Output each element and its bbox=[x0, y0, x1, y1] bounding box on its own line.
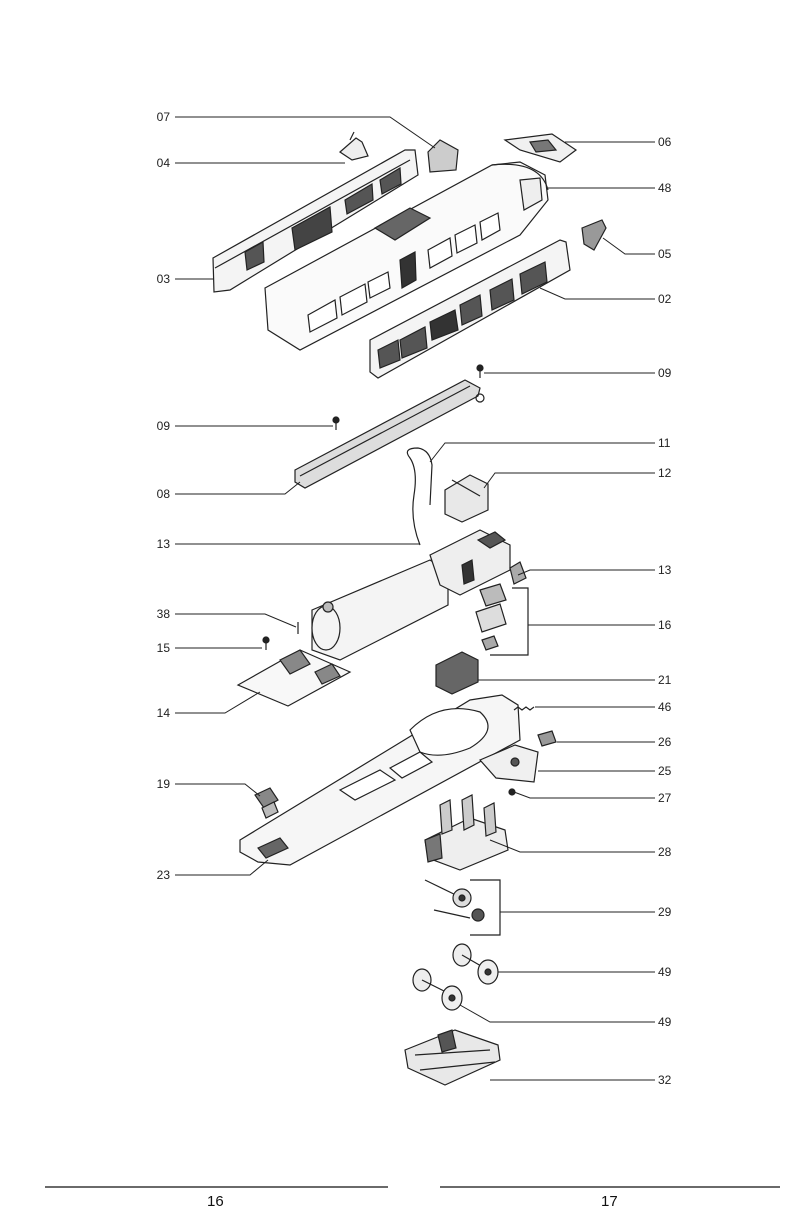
callout-09-left: 09 bbox=[156, 419, 170, 433]
part-12 bbox=[444, 474, 489, 523]
clip-19 bbox=[254, 787, 279, 819]
part-06 bbox=[503, 133, 578, 163]
part-07 bbox=[427, 139, 459, 173]
callout-05: 05 bbox=[658, 247, 672, 261]
wheelset-49-b bbox=[412, 968, 463, 1011]
chassis-23 bbox=[239, 694, 521, 866]
motor-assembly bbox=[311, 529, 511, 661]
clip-04 bbox=[339, 131, 369, 161]
callout-16: 16 bbox=[658, 618, 672, 632]
callout-08: 08 bbox=[156, 487, 170, 501]
callout-12: 12 bbox=[658, 466, 672, 480]
callout-02: 02 bbox=[658, 292, 672, 306]
callout-13-right: 13 bbox=[658, 563, 672, 577]
callout-29: 29 bbox=[658, 905, 672, 919]
right-side-panel bbox=[369, 239, 571, 379]
screw-15 bbox=[262, 636, 270, 650]
part-26 bbox=[537, 730, 557, 747]
callout-21: 21 bbox=[658, 673, 672, 687]
callout-04: 04 bbox=[156, 156, 170, 170]
callout-23: 23 bbox=[156, 868, 170, 882]
left-side-panel bbox=[212, 149, 419, 293]
light-rail bbox=[294, 379, 485, 489]
callout-07: 07 bbox=[156, 110, 170, 124]
screw-09-right bbox=[476, 364, 484, 378]
page-number-right: 17 bbox=[601, 1193, 618, 1210]
parts-16-group bbox=[475, 561, 529, 656]
callout-28: 28 bbox=[658, 845, 672, 859]
callout-49-a: 49 bbox=[658, 965, 672, 979]
callout-48: 48 bbox=[658, 181, 672, 195]
callout-13-left: 13 bbox=[156, 537, 170, 551]
callout-49-b: 49 bbox=[658, 1015, 672, 1029]
wheelset-49-a bbox=[452, 943, 499, 985]
part-25 bbox=[478, 744, 539, 783]
callout-27: 27 bbox=[658, 791, 672, 805]
part-21 bbox=[435, 651, 479, 695]
bogie-28 bbox=[424, 794, 509, 871]
body-shell bbox=[264, 161, 549, 351]
callout-38: 38 bbox=[156, 607, 170, 621]
callout-09-right: 09 bbox=[658, 366, 672, 380]
part-32 bbox=[404, 1029, 501, 1086]
page-number-left: 16 bbox=[207, 1193, 224, 1210]
callout-25: 25 bbox=[658, 764, 672, 778]
callout-14: 14 bbox=[156, 706, 170, 720]
plate-14 bbox=[236, 649, 352, 707]
callout-06: 06 bbox=[658, 135, 672, 149]
callout-26: 26 bbox=[658, 735, 672, 749]
spring-46 bbox=[513, 706, 535, 711]
callout-32: 32 bbox=[658, 1073, 672, 1087]
callout-03: 03 bbox=[156, 272, 170, 286]
part-05 bbox=[581, 219, 607, 251]
callout-19: 19 bbox=[156, 777, 170, 791]
callout-11: 11 bbox=[658, 436, 671, 450]
screw-09-left bbox=[332, 416, 340, 430]
gears-29 bbox=[424, 879, 501, 936]
cable-11 bbox=[406, 447, 433, 546]
callout-15: 15 bbox=[156, 641, 170, 655]
callout-46: 46 bbox=[658, 700, 672, 714]
leader-lines bbox=[175, 116, 655, 1081]
